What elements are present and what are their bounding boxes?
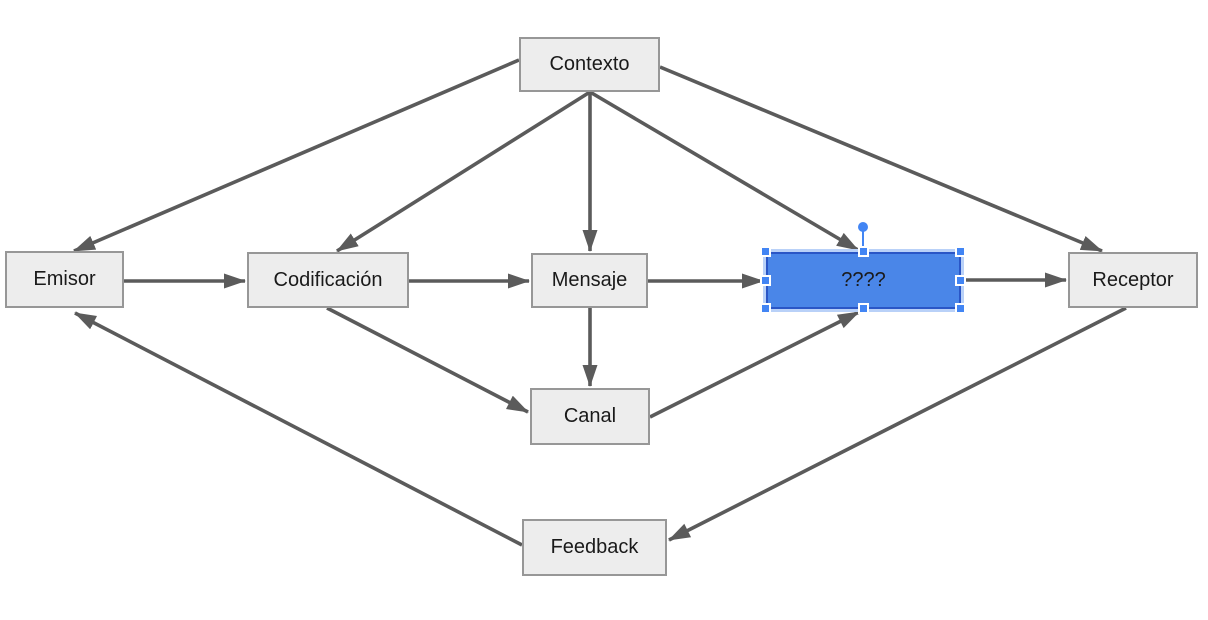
node-canal[interactable]: Canal <box>530 388 650 445</box>
edge-receptor-feedback[interactable] <box>668 306 1127 542</box>
selection-handle-e[interactable] <box>955 275 966 286</box>
selection-handle-sw[interactable] <box>760 303 771 314</box>
node-label: Mensaje <box>551 269 628 291</box>
node-label: Feedback <box>550 536 639 558</box>
edge-contexto-receptor[interactable] <box>659 65 1103 253</box>
node-label: Codificación <box>273 268 383 291</box>
edge-canal-unknown[interactable] <box>649 310 860 419</box>
selection-handle-w[interactable] <box>760 275 771 286</box>
node-codificacion[interactable]: Codificación <box>247 252 409 308</box>
node-unknown-selected[interactable]: ???? <box>766 252 961 309</box>
node-label: Emisor <box>33 268 96 290</box>
edge-contexto-emisor[interactable] <box>73 58 520 253</box>
node-label: Contexto <box>549 53 630 75</box>
node-emisor[interactable]: Emisor <box>5 251 124 308</box>
selection-handle-n[interactable] <box>858 246 869 257</box>
node-label: ???? <box>841 269 886 291</box>
node-receptor[interactable]: Receptor <box>1068 252 1198 308</box>
edge-codificacion-canal[interactable] <box>326 306 529 414</box>
selection-handle-nw[interactable] <box>760 246 771 257</box>
node-label: Receptor <box>1092 268 1174 291</box>
edge-contexto-codificacion[interactable] <box>336 90 591 253</box>
node-mensaje[interactable]: Mensaje <box>531 253 648 308</box>
node-label: Canal <box>563 405 617 427</box>
edge-feedback-emisor[interactable] <box>74 311 523 547</box>
selection-handle-ne[interactable] <box>955 246 966 257</box>
selection-handle-se[interactable] <box>955 303 966 314</box>
rotation-handle[interactable] <box>858 222 868 232</box>
rotation-handle-stem <box>862 231 864 248</box>
edge-contexto-unknown[interactable] <box>589 90 859 252</box>
node-feedback[interactable]: Feedback <box>522 519 667 576</box>
node-contexto[interactable]: Contexto <box>519 37 660 92</box>
selection-handle-s[interactable] <box>858 303 869 314</box>
